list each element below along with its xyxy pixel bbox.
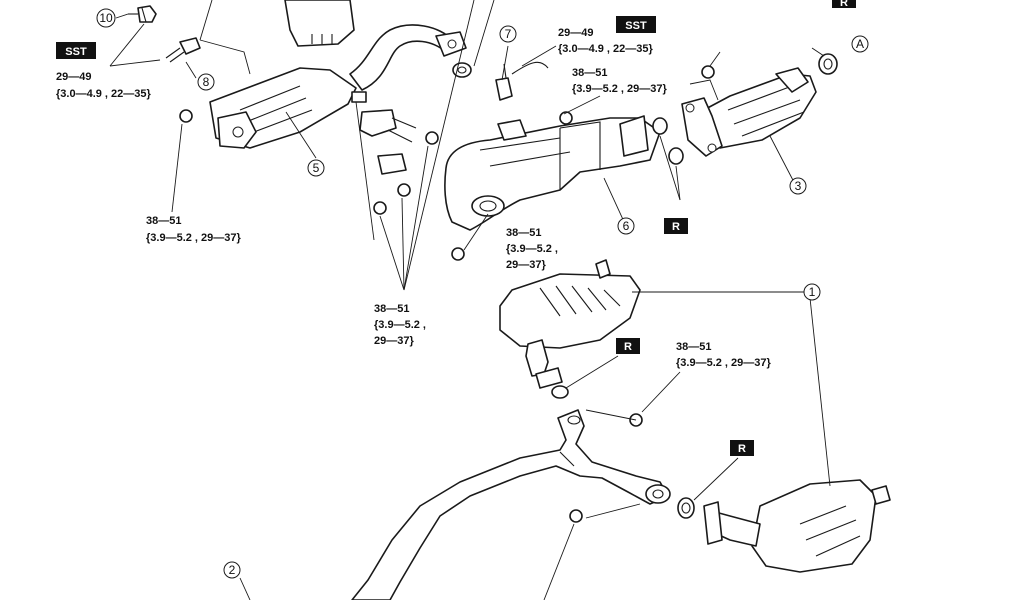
exhaust-pipe-6 — [444, 115, 661, 231]
sst-badge-center: SST — [616, 16, 656, 33]
upper-converter-stub — [284, 0, 355, 47]
torque-spec-6: 38—51 {3.9—5.2 , 29—37} — [374, 303, 426, 347]
torque-spec-3: 38—51 {3.9—5.2 , 29—37} — [572, 67, 668, 95]
svg-text:{3.9—5.2 , 29—37}: {3.9—5.2 , 29—37} — [572, 83, 668, 95]
part-label-8: 8 — [197, 73, 215, 91]
svg-text:38—51: 38—51 — [146, 215, 181, 227]
part-label-a: A — [851, 35, 869, 53]
svg-text:A: A — [856, 37, 864, 51]
svg-text:29—37}: 29—37} — [374, 335, 414, 347]
svg-text:{3.9—5.2 , 29—37}: {3.9—5.2 , 29—37} — [146, 232, 242, 244]
r-badge-top-right: R — [832, 0, 856, 9]
rear-silencer — [703, 479, 891, 573]
svg-text:R: R — [624, 341, 632, 353]
svg-text:1: 1 — [809, 285, 816, 299]
nut-right — [701, 65, 715, 79]
svg-text:38—51: 38—51 — [506, 227, 541, 239]
bracket-assembly — [359, 109, 439, 215]
oxygen-sensor-7 — [495, 61, 549, 101]
svg-text:{3.9—5.2 ,: {3.9—5.2 , — [506, 243, 558, 255]
svg-text:7: 7 — [505, 27, 512, 41]
sst-badge-left: SST — [56, 42, 96, 59]
part-label-2: 2 — [223, 561, 241, 579]
svg-text:R: R — [840, 0, 848, 9]
svg-text:10: 10 — [99, 11, 113, 25]
torque-spec-7: 38—51 {3.9—5.2 , 29—37} — [676, 341, 772, 369]
part-label-10: 10 — [96, 8, 116, 28]
gasket-r-middle — [551, 385, 569, 399]
svg-text:3: 3 — [795, 179, 802, 193]
svg-text:29—49: 29—49 — [558, 27, 593, 39]
svg-text:38—51: 38—51 — [572, 67, 607, 79]
svg-text:5: 5 — [313, 161, 320, 175]
gasket-r-lower — [677, 497, 695, 519]
torque-spec-2: 29—49 {3.0—4.9 , 22—35} — [558, 27, 654, 55]
torque-spec-1: 29—49 {3.0—4.9 , 22—35} — [56, 71, 152, 100]
catalytic-converter-3 — [681, 67, 817, 157]
y-pipe-2 — [351, 409, 671, 600]
r-badge-upper: R — [664, 218, 688, 234]
part-label-5: 5 — [307, 159, 325, 177]
svg-text:38—51: 38—51 — [374, 303, 409, 315]
main-silencer-1 — [499, 259, 641, 389]
leader-lines — [109, 0, 831, 600]
svg-text:{3.9—5.2 , 29—37}: {3.9—5.2 , 29—37} — [676, 357, 772, 369]
svg-text:SST: SST — [65, 46, 87, 58]
svg-text:{3.0—4.9 , 22—35}: {3.0—4.9 , 22—35} — [558, 43, 654, 55]
svg-text:R: R — [672, 221, 680, 233]
oxygen-sensor-8 — [165, 37, 201, 63]
part-label-3: 3 — [789, 177, 807, 195]
svg-text:38—51: 38—51 — [676, 341, 711, 353]
gasket-a — [818, 53, 838, 75]
torque-spec-5: 38—51 {3.9—5.2 , 29—37} — [506, 227, 558, 271]
torque-spec-4: 38—51 {3.9—5.2 , 29—37} — [146, 215, 242, 244]
part-label-7: 7 — [499, 25, 517, 43]
r-badge-lower: R — [730, 440, 754, 456]
nut-left — [179, 109, 193, 123]
oxygen-sensor-10 — [128, 5, 157, 23]
nut-center — [451, 111, 573, 261]
svg-text:29—37}: 29—37} — [506, 259, 546, 271]
svg-text:29—49: 29—49 — [56, 71, 91, 83]
front-pipe-5 — [209, 24, 467, 149]
part-label-1: 1 — [803, 283, 821, 301]
svg-text:2: 2 — [229, 563, 236, 577]
svg-text:8: 8 — [203, 75, 210, 89]
svg-text:SST: SST — [625, 20, 647, 32]
r-badge-middle: R — [616, 338, 640, 354]
svg-text:{3.9—5.2 ,: {3.9—5.2 , — [374, 319, 426, 331]
gaskets-r-upper — [652, 117, 684, 165]
svg-text:R: R — [738, 443, 746, 455]
svg-text:{3.0—4.9 , 22—35}: {3.0—4.9 , 22—35} — [56, 88, 152, 100]
svg-text:6: 6 — [623, 219, 630, 233]
part-label-6: 6 — [617, 217, 635, 235]
